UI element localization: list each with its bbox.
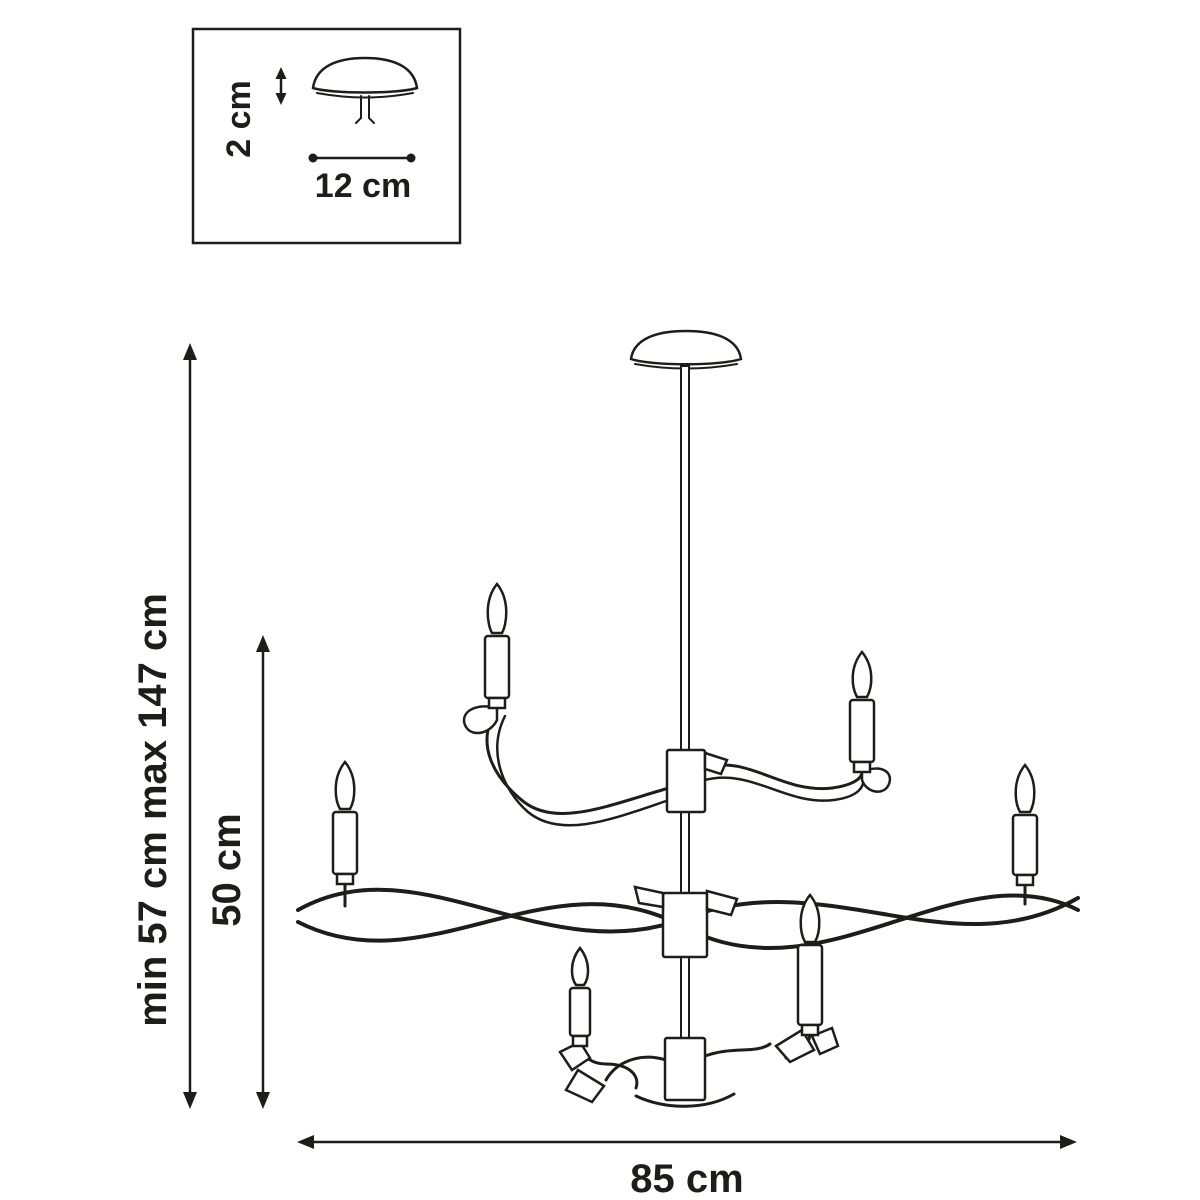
right-bow-ribbon	[774, 1028, 816, 1064]
center-rod	[680, 365, 690, 1067]
bulb-icon	[570, 945, 590, 987]
fixture-height-label: 50 cm	[205, 813, 249, 926]
canopy-height-label: 2 cm	[220, 80, 258, 158]
ceiling-canopy	[629, 329, 743, 366]
bulb-icon	[799, 893, 821, 944]
fixture-width-measure: 85 cm	[297, 1135, 1077, 1200]
fixture-height-measure: 50 cm	[205, 635, 270, 1109]
suspension-height-label: min 57 cm max 147 cm	[131, 593, 175, 1027]
left-bow-ribbon-2	[558, 1040, 592, 1072]
canopy-diameter-measure: 12 cm	[308, 153, 416, 205]
left-arm-ribbon	[462, 705, 499, 735]
arrow-down-icon	[275, 93, 287, 105]
candle-upper-left	[483, 582, 511, 710]
bottom-hub	[663, 1036, 707, 1102]
chandelier-drawing	[296, 329, 1080, 1108]
arrow-left-icon	[297, 1135, 314, 1149]
bottom-tier-arms	[558, 1026, 840, 1108]
canopy-inset: 2 cm 12 cm	[191, 27, 462, 245]
bulb-icon	[486, 582, 508, 635]
candle-upper-right	[848, 650, 876, 774]
middle-hub	[661, 891, 709, 959]
bulb-icon	[851, 650, 873, 699]
measure-dot-right	[406, 153, 416, 163]
upper-tier-arms	[462, 705, 891, 827]
arrow-up-icon	[275, 67, 287, 79]
upper-hub	[665, 748, 707, 814]
fixture-width-label: 85 cm	[630, 1157, 743, 1200]
inset-border	[191, 27, 462, 245]
arrow-down-icon	[183, 1092, 197, 1109]
middle-hub-ribbon-right	[705, 889, 739, 917]
arrow-up-icon	[256, 635, 270, 652]
arrow-down-icon	[256, 1092, 270, 1109]
candle-lower-left	[568, 945, 592, 1048]
middle-hub-ribbon-left	[633, 885, 665, 909]
right-arm-ribbon	[860, 767, 891, 793]
arrow-up-icon	[183, 343, 197, 360]
bulb-icon	[1014, 763, 1036, 814]
canopy-stem	[355, 95, 375, 124]
candle-lower-right	[796, 893, 824, 1037]
bulb-icon	[334, 760, 356, 811]
canopy-drawing	[311, 56, 419, 124]
candle-middle-right	[1011, 763, 1039, 887]
canopy-rim	[316, 92, 414, 99]
upper-hub-ribbon	[703, 751, 729, 776]
canopy-height-measure: 2 cm	[220, 67, 287, 158]
suspension-height-measure: min 57 cm max 147 cm	[131, 343, 197, 1109]
canopy-diameter-label: 12 cm	[315, 167, 411, 205]
candle-middle-left	[331, 760, 359, 886]
arrow-right-icon	[1060, 1135, 1077, 1149]
canopy-dome	[311, 56, 419, 94]
measure-dot-left	[308, 153, 318, 163]
left-bow-ribbon	[564, 1068, 606, 1104]
rod-hubs	[633, 748, 739, 1102]
